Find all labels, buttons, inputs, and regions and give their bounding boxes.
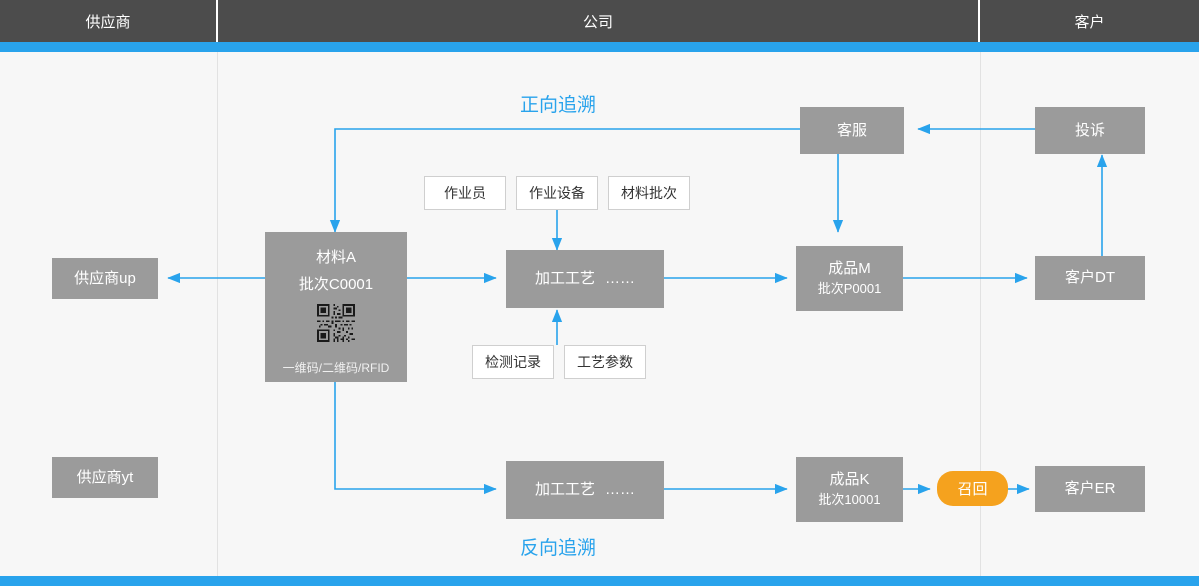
lane-divider-left	[217, 52, 218, 576]
node-complaint[interactable]: 投诉	[1035, 107, 1145, 154]
accent-bar-bottom	[0, 576, 1199, 586]
attr-process-params-label: 工艺参数	[577, 354, 633, 370]
node-supplier-up-label: 供应商up	[74, 269, 136, 287]
attr-equipment[interactable]: 作业设备	[516, 176, 598, 210]
node-process-top-ellipsis: ……	[605, 270, 635, 288]
badge-recall-label: 召回	[957, 481, 988, 498]
node-supplier-yt-label: 供应商yt	[76, 468, 134, 486]
node-customer-er[interactable]: 客户ER	[1035, 466, 1145, 512]
node-process-top[interactable]: 加工工艺 ……	[506, 250, 664, 308]
node-product-k-title: 成品K	[829, 471, 870, 489]
node-supplier-up[interactable]: 供应商up	[52, 258, 158, 299]
node-complaint-label: 投诉	[1074, 121, 1105, 139]
header-cell-company: 公司	[218, 0, 980, 51]
node-material-a-batch: 批次C0001	[298, 276, 374, 293]
header-label-company: 公司	[582, 13, 613, 31]
qr-code-icon	[317, 304, 355, 347]
node-process-bottom-label: 加工工艺	[534, 481, 595, 499]
connector-layer	[167, 123, 1108, 495]
swimlane-header: 供应商 公司 客户	[0, 0, 1199, 51]
node-material-a-title: 材料A	[315, 249, 356, 266]
accent-bar-top	[0, 42, 1199, 52]
badge-recall[interactable]: 召回	[937, 471, 1008, 506]
lane-divider-right	[980, 52, 981, 576]
diagram-canvas: 正向追溯 反向追溯 供应商up 供应商yt 材料A 批次C0001	[0, 52, 1199, 576]
node-process-bottom[interactable]: 加工工艺 ……	[506, 461, 664, 519]
attr-inspection-record[interactable]: 检测记录	[472, 345, 554, 379]
header-label-customer: 客户	[1074, 13, 1105, 31]
header-cell-supplier: 供应商	[0, 0, 218, 51]
attr-operator-label: 作业员	[444, 185, 486, 201]
node-product-m-title: 成品M	[828, 260, 871, 278]
attr-operator[interactable]: 作业员	[424, 176, 506, 210]
node-product-m[interactable]: 成品M 批次P0001	[796, 246, 903, 311]
node-customer-er-label: 客户ER	[1064, 480, 1116, 498]
node-process-top-label: 加工工艺	[534, 270, 595, 288]
node-product-k[interactable]: 成品K 批次10001	[796, 457, 903, 522]
node-material-a-code-caption: 一维码/二维码/RFID	[282, 361, 390, 375]
header-label-supplier: 供应商	[85, 13, 131, 31]
node-supplier-yt[interactable]: 供应商yt	[52, 457, 158, 498]
attr-inspection-record-label: 检测记录	[485, 354, 541, 370]
node-customer-dt[interactable]: 客户DT	[1035, 256, 1145, 300]
attr-material-batch[interactable]: 材料批次	[608, 176, 690, 210]
node-product-k-batch: 批次10001	[818, 491, 881, 507]
node-customer-dt-label: 客户DT	[1065, 269, 1115, 287]
node-customer-service-label: 客服	[836, 121, 867, 139]
label-forward-traceability: 正向追溯	[520, 95, 597, 116]
attr-material-batch-label: 材料批次	[621, 185, 677, 201]
attr-equipment-label: 作业设备	[529, 185, 585, 201]
node-material-a[interactable]: 材料A 批次C0001	[265, 232, 407, 382]
label-reverse-traceability: 反向追溯	[520, 538, 597, 559]
node-customer-service[interactable]: 客服	[800, 107, 904, 154]
node-process-bottom-ellipsis: ……	[605, 481, 635, 499]
node-product-m-batch: 批次P0001	[817, 280, 882, 296]
header-cell-customer: 客户	[980, 0, 1199, 51]
attr-process-params[interactable]: 工艺参数	[564, 345, 646, 379]
